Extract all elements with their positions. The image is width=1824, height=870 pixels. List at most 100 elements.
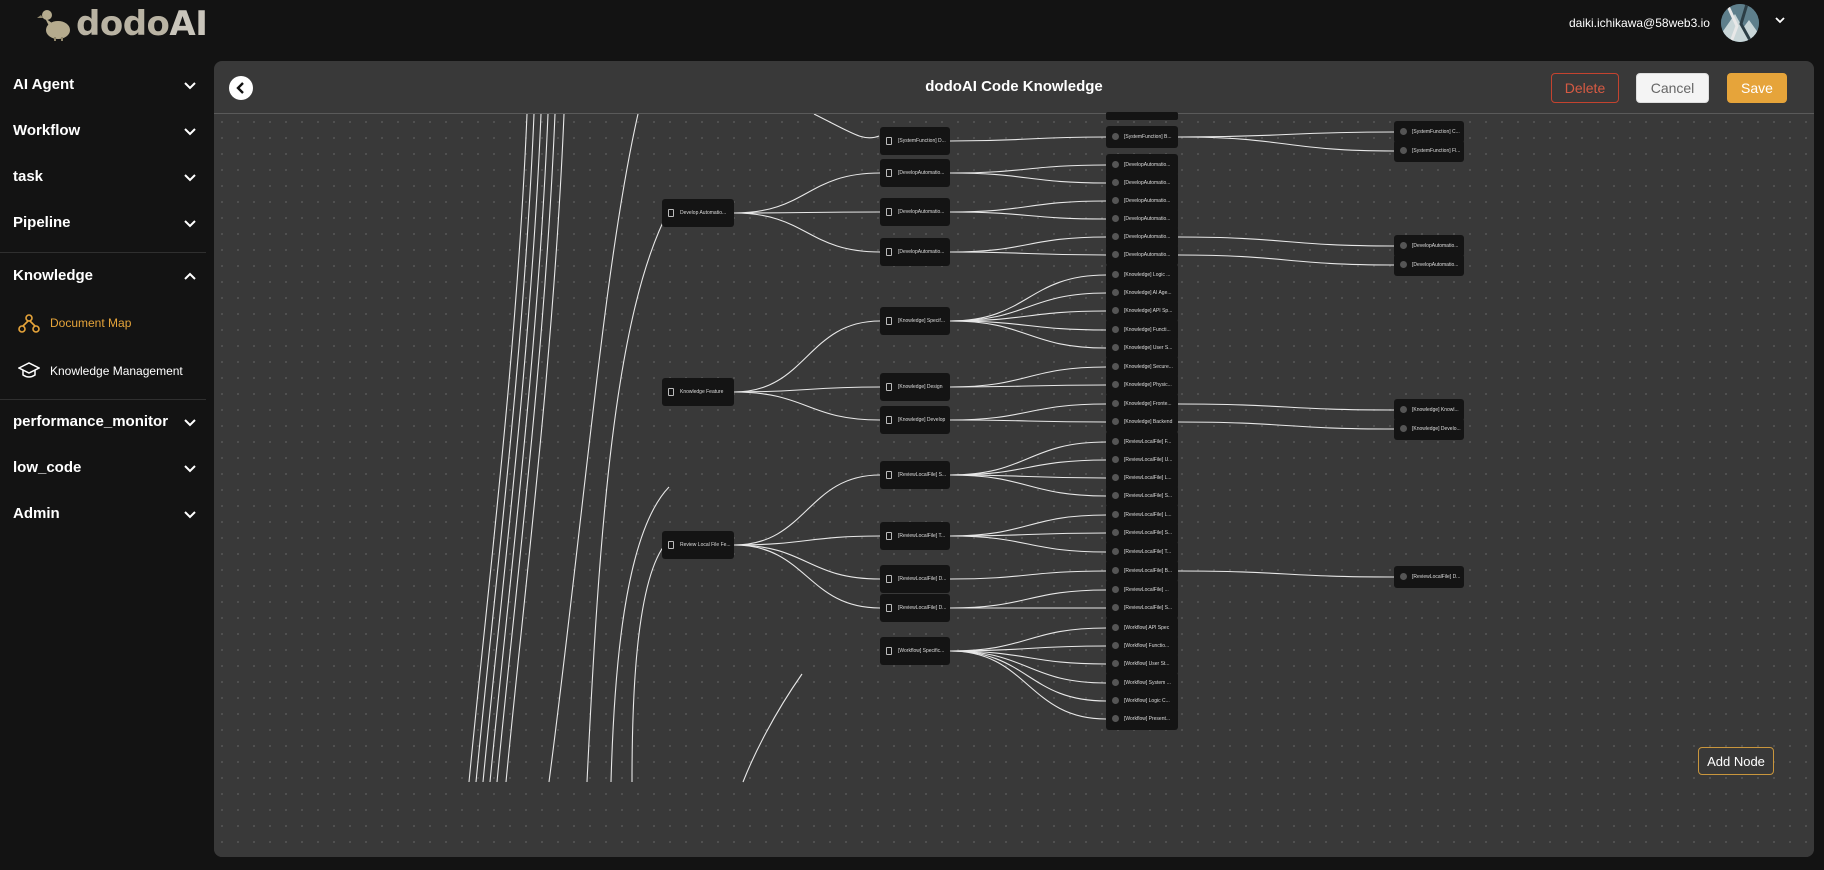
graph-node[interactable]: [SystemFunction] D... — [880, 127, 950, 155]
graph-node[interactable]: [DevelopAutomatio... — [1106, 172, 1178, 194]
graph-node[interactable]: [Workflow] Logic C... — [1106, 690, 1178, 712]
graph-node[interactable]: [ReviewLocalFile] T... — [1106, 541, 1178, 563]
sidebar-item-admin[interactable]: Admin — [0, 491, 206, 537]
graph-node[interactable]: [ReviewLocalFile] L... — [1106, 467, 1178, 489]
sidebar-item-pipeline[interactable]: Pipeline — [0, 200, 206, 246]
delete-button[interactable]: Delete — [1551, 73, 1619, 103]
graph-node[interactable]: [ReviewLocalFile] L... — [1106, 504, 1178, 526]
graph-node[interactable]: [Knowledge] Backend — [1106, 411, 1178, 433]
graph-node[interactable]: [Knowledge] API Sp... — [1106, 300, 1178, 322]
sidebar-item-task[interactable]: task — [0, 154, 206, 200]
sidebar-item-performance-monitor[interactable]: performance_monitor — [0, 399, 206, 445]
sidebar-item-knowledge-management[interactable]: Knowledge Management — [0, 349, 206, 393]
graph-node[interactable]: [Knowledge] Logic ... — [1106, 264, 1178, 286]
graph-node[interactable]: [ReviewLocalFile] F... — [1106, 431, 1178, 453]
graph-edges — [468, 114, 1395, 783]
graph-node[interactable]: [Knowledge] Knowl... — [1394, 399, 1464, 421]
graph-node[interactable]: [DevelopAutomatio... — [1106, 154, 1178, 176]
graph-node[interactable]: [DevelopAutomatio... — [1394, 254, 1464, 276]
graph-node[interactable]: [DevelopAutomatio... — [1394, 235, 1464, 257]
sidebar-item-label: performance_monitor — [13, 413, 169, 430]
graph-node[interactable]: [Knowledge] Develo... — [1394, 418, 1464, 440]
graph-node[interactable]: [ReviewLocalFile] ... — [1106, 579, 1178, 601]
graph-node[interactable]: [ReviewLocalFile] S... — [1106, 597, 1178, 619]
add-node-button[interactable]: Add Node — [1698, 747, 1774, 775]
sidebar-item-knowledge[interactable]: Knowledge — [0, 253, 206, 299]
graph-node[interactable]: Knowledge Feature — [662, 378, 734, 406]
graph-edge — [949, 366, 1107, 388]
user-email: daiki.ichikawa@58web3.io — [1569, 16, 1710, 30]
sidebar-item-label: AI Agent — [13, 76, 75, 93]
graph-node[interactable]: [DevelopAutomatio... — [1106, 226, 1178, 248]
graph-node[interactable]: Review Local File Fe... — [662, 531, 734, 559]
graph-edge — [1177, 131, 1395, 138]
graph-node[interactable]: [ReviewLocalFile] D... — [880, 594, 950, 622]
graph-node[interactable]: [DevelopAutomatio... — [880, 238, 950, 266]
graph-node[interactable]: [Workflow] API Spec — [1106, 617, 1178, 639]
graph-node[interactable]: [Knowledge] Secure... — [1106, 356, 1178, 378]
graph-edge — [949, 320, 1107, 349]
graph-node[interactable]: [DevelopAutomatio... — [1106, 244, 1178, 266]
graph-node[interactable]: [Workflow] System ... — [1106, 672, 1178, 694]
graph-edge — [489, 114, 549, 783]
graph-edge — [949, 292, 1107, 322]
logo-text-main: dodo — [76, 4, 170, 44]
graph-edge — [733, 211, 881, 214]
graph-node[interactable]: [ReviewLocalFile] D... — [1394, 566, 1464, 588]
sidebar-divider — [0, 399, 206, 400]
graph-node[interactable]: [SystemFunction] Fl... — [1394, 140, 1464, 162]
graph-node[interactable]: [ReviewLocalFile] T... — [880, 522, 950, 550]
graph-node[interactable]: [Knowledge] User S... — [1106, 337, 1178, 359]
graph-node[interactable]: [Workflow] Specific... — [880, 637, 950, 665]
graph-node[interactable]: [DevelopAutomatio... — [1106, 190, 1178, 212]
graph-node[interactable]: [Knowledge] Physic... — [1106, 374, 1178, 396]
graph-node[interactable]: [Workflow] User St... — [1106, 653, 1178, 675]
graph-node[interactable]: [DevelopAutomatio... — [880, 159, 950, 187]
graph-node[interactable]: [ReviewLocalFile] B... — [1106, 560, 1178, 582]
avatar[interactable] — [1721, 4, 1759, 42]
graph-edge — [949, 570, 1107, 580]
graph-edge — [949, 320, 1107, 331]
graph-edge — [610, 486, 670, 783]
graph-edge — [949, 172, 1107, 184]
graph-node[interactable]: [ReviewLocalFile] U... — [1106, 449, 1178, 471]
graph-node[interactable]: [DevelopAutomatio... — [880, 198, 950, 226]
sidebar-item-ai-agent[interactable]: AI Agent — [0, 62, 206, 108]
user-menu-chevron-down-icon[interactable] — [1774, 14, 1786, 26]
sidebar-item-workflow[interactable]: Workflow — [0, 108, 206, 154]
graph-node[interactable]: [Knowledge] Fronte... — [1106, 393, 1178, 415]
save-button[interactable]: Save — [1727, 73, 1787, 103]
graph-node[interactable]: [SystemFunction] B... — [1106, 126, 1178, 148]
graph-edge — [949, 535, 1107, 553]
sidebar-item-document-map[interactable]: Document Map — [0, 301, 206, 345]
graph-node[interactable]: [DevelopAutomatio... — [1106, 208, 1178, 230]
graduation-cap-icon — [18, 362, 40, 378]
sidebar-item-label: Admin — [13, 505, 60, 522]
graph-node[interactable]: [SystemFunction] C... — [1394, 121, 1464, 143]
graph-node[interactable]: [ReviewLocalFile] S... — [880, 461, 950, 489]
graph-node[interactable]: [Knowledge] Develop — [880, 406, 950, 434]
graph-node[interactable]: [Knowledge] Specif... — [880, 307, 950, 335]
graph-edge — [949, 650, 1107, 702]
graph-node[interactable]: Develop Automatio... — [662, 199, 734, 227]
graph-node[interactable]: [Workflow] Functio... — [1106, 635, 1178, 657]
graph-edge — [813, 114, 880, 139]
app-logo[interactable]: dodoAI — [36, 4, 208, 44]
avatar-image-icon — [1721, 4, 1759, 42]
back-button[interactable] — [229, 76, 253, 100]
sidebar-item-low-code[interactable]: low_code — [0, 445, 206, 491]
graph-node[interactable]: [ReviewLocalFile] S... — [1106, 485, 1178, 507]
chevron-up-icon — [184, 272, 196, 280]
graph-node[interactable]: [ReviewLocalFile] S... — [1106, 522, 1178, 544]
cancel-button[interactable]: Cancel — [1636, 73, 1709, 103]
graph-node[interactable]: [Workflow] Present... — [1106, 708, 1178, 730]
graph-node[interactable]: [Knowledge] Design — [880, 373, 950, 401]
graph-edge — [733, 474, 881, 546]
logo-text: dodoAI — [76, 4, 208, 44]
chevron-down-icon — [184, 174, 196, 182]
graph-node[interactable]: [Knowledge] Functi... — [1106, 319, 1178, 341]
graph-node[interactable]: [ReviewLocalFile] D... — [880, 565, 950, 593]
document-map-canvas[interactable]: Add Node Develop Automatio... Knowledge F… — [214, 112, 1814, 857]
graph-node[interactable]: [Knowledge] AI Age... — [1106, 282, 1178, 304]
graph-edge — [949, 627, 1107, 652]
